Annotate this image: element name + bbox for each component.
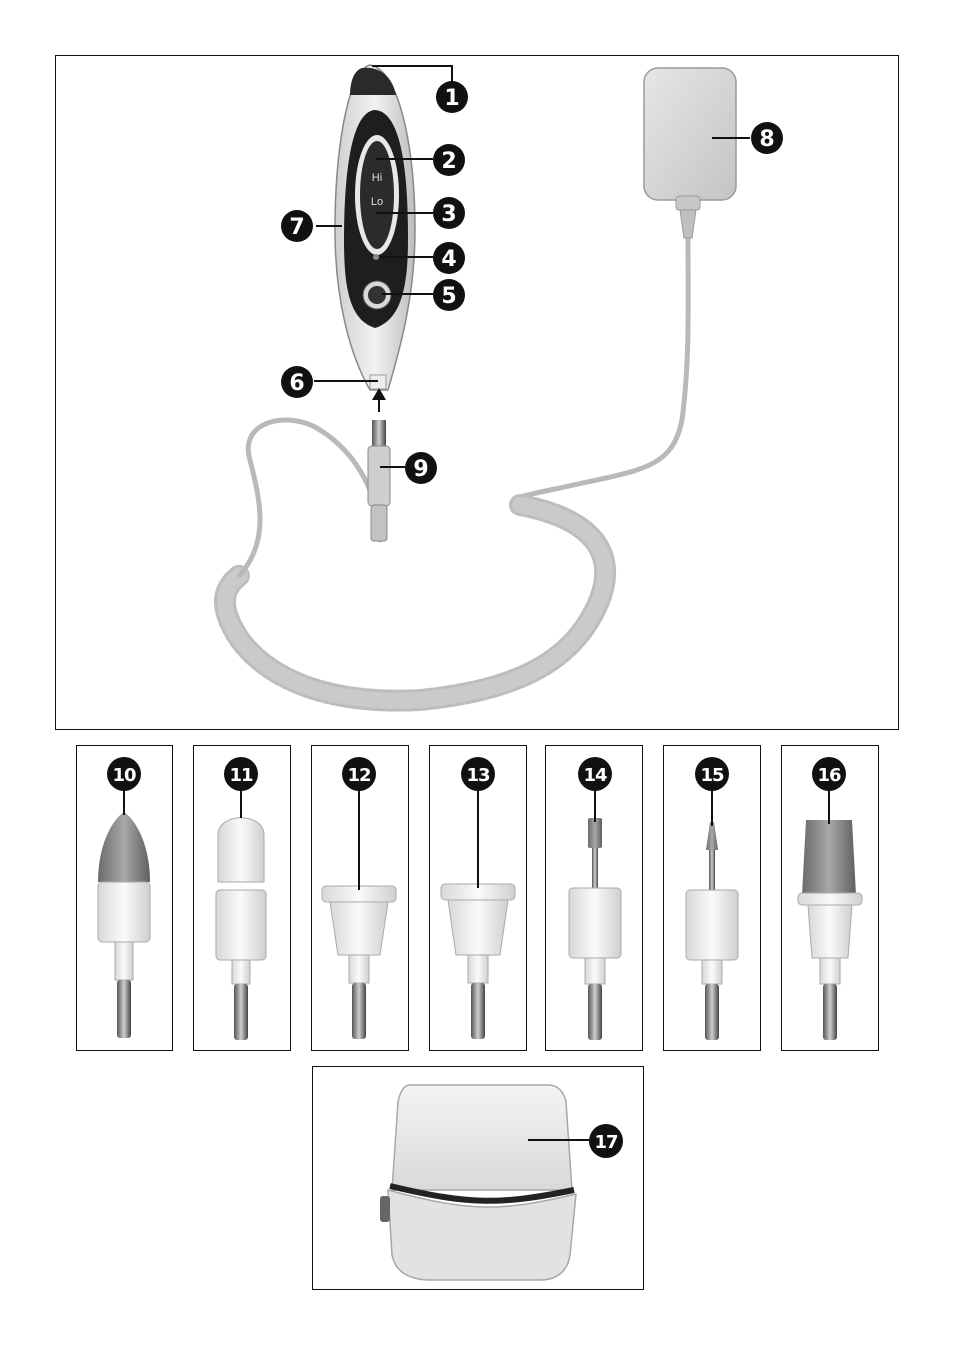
svg-text:2: 2 [441, 149, 456, 174]
svg-text:12: 12 [347, 765, 370, 786]
disc-holder-attachment-b [441, 884, 515, 1039]
callout-1: 1 [436, 81, 468, 113]
svg-text:8: 8 [759, 127, 774, 152]
svg-text:13: 13 [466, 765, 490, 786]
callout-6: 6 [281, 366, 313, 398]
cylinder-stone-attachment [798, 820, 862, 1040]
power-plug [368, 420, 390, 541]
cone-bit-attachment [686, 822, 738, 1040]
callout-5: 5 [433, 279, 465, 311]
callout-15: 15 [695, 757, 729, 791]
svg-text:11: 11 [229, 765, 253, 786]
cylinder-bit-attachment [569, 818, 621, 1040]
svg-text:1: 1 [444, 86, 459, 111]
callout-3: 3 [433, 197, 465, 229]
hi-label: Hi [372, 172, 382, 184]
svg-text:9: 9 [413, 457, 428, 482]
lo-label: Lo [371, 196, 383, 208]
svg-text:15: 15 [700, 765, 724, 786]
callout-10: 10 [107, 757, 141, 791]
svg-text:4: 4 [441, 247, 456, 272]
storage-bag [380, 1085, 576, 1280]
power-adapter [644, 68, 736, 238]
callout-13: 13 [461, 757, 495, 791]
callout-12: 12 [342, 757, 376, 791]
callout-16: 16 [812, 757, 846, 791]
svg-text:7: 7 [289, 215, 304, 240]
svg-text:10: 10 [112, 765, 136, 786]
cable [225, 205, 688, 701]
callout-2: 2 [433, 144, 465, 176]
handpiece: Hi Lo [335, 65, 415, 390]
disc-holder-attachment-a [322, 886, 396, 1039]
svg-text:17: 17 [594, 1132, 618, 1153]
callout-17: 17 [589, 1124, 623, 1158]
cone-stone-attachment [98, 812, 150, 1038]
callout-4: 4 [433, 242, 465, 274]
insert-arrow [372, 388, 386, 412]
callout-9: 9 [405, 452, 437, 484]
callout-14: 14 [578, 757, 612, 791]
svg-text:6: 6 [289, 371, 304, 396]
zipper-pull-icon [380, 1196, 390, 1222]
callout-7: 7 [281, 210, 313, 242]
felt-cap-attachment [216, 818, 266, 1040]
svg-text:5: 5 [441, 284, 456, 309]
svg-text:14: 14 [583, 765, 607, 786]
svg-text:16: 16 [817, 765, 841, 786]
callout-8: 8 [751, 122, 783, 154]
callout-11: 11 [224, 757, 258, 791]
svg-text:3: 3 [441, 202, 456, 227]
